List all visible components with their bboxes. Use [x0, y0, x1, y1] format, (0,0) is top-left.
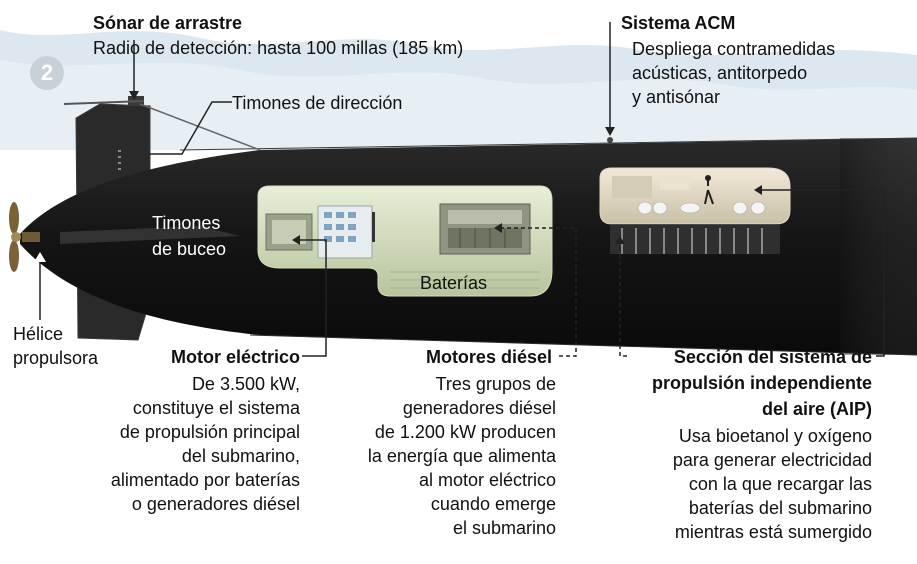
rudders-label: Timones de dirección [232, 93, 403, 113]
electric-motor-line-5: alimentado por baterías [110, 470, 300, 490]
aip-line-5: mientras está sumergido [674, 522, 872, 542]
batteries-label: Baterías [420, 273, 488, 293]
dive-planes-line-1: Timones [152, 213, 221, 233]
aip-title-line-3: del aire (AIP) [761, 399, 872, 419]
sonar-text: Radio de detección: hasta 100 millas (18… [93, 38, 464, 58]
acm-line-3: y antisónar [632, 87, 721, 107]
hull-fade [840, 138, 917, 355]
sonar-title: Sónar de arrastre [93, 13, 243, 33]
aip-line-1: Usa bioetanol y oxígeno [678, 426, 872, 446]
acm-line-1: Despliega contramedidas [632, 39, 836, 59]
aip-line-4: baterías del submarino [688, 498, 872, 518]
diesel-line-3: de 1.200 kW producen [374, 422, 556, 442]
aip-title-line-2: propulsión independiente [652, 373, 872, 393]
aip-title-line-1: Sección del sistema de [673, 347, 872, 367]
propeller-graphic [9, 202, 40, 272]
diesel-line-5: al motor eléctrico [418, 470, 556, 490]
dive-plane [60, 226, 240, 244]
electric-motor-title: Motor eléctrico [170, 347, 300, 367]
sea-surface-wave [0, 60, 917, 150]
aip-line-2: para generar electricidad [672, 450, 872, 470]
propeller-line-1: Hélice [13, 324, 64, 344]
diesel-line-7: el submarino [452, 518, 556, 538]
diesel-line-2: generadores diésel [402, 398, 556, 418]
electric-motor-line-6: o generadores diésel [131, 494, 300, 514]
leader-lines [39, 22, 885, 357]
section-number-badge: 2 [30, 56, 64, 90]
diesel-line-6: cuando emerge [430, 494, 556, 514]
diesel-title: Motores diésel [425, 347, 552, 367]
electric-motor-line-2: constituye el sistema [132, 398, 300, 418]
diesel-line-1: Tres grupos de [435, 374, 556, 394]
electric-motor-line-3: de propulsión principal [119, 422, 300, 442]
dive-planes-line-2: de buceo [152, 239, 227, 259]
acm-line-2: acústicas, antitorpedo [632, 63, 808, 83]
acm-title: Sistema ACM [621, 13, 736, 33]
aip-line-3: con la que recargar las [688, 474, 872, 494]
diesel-line-4: la energía que alimenta [367, 446, 556, 466]
propeller-line-2: propulsora [13, 348, 99, 368]
electric-motor-line-4: del submarino, [181, 446, 300, 466]
electric-motor-line-1: De 3.500 kW, [191, 374, 300, 394]
